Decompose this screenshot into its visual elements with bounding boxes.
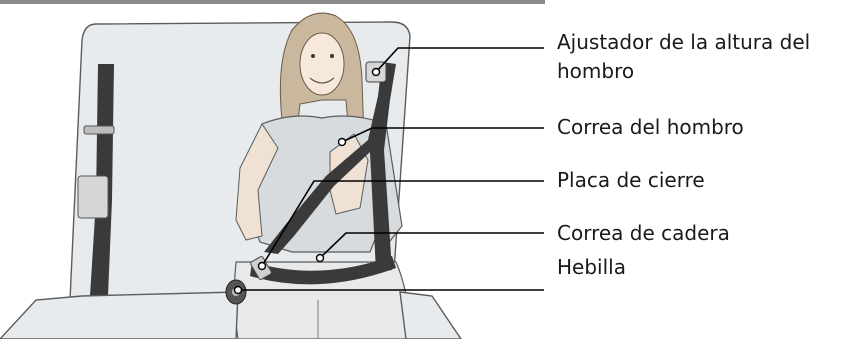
dot-shoulder-belt — [339, 139, 346, 146]
label-buckle-text: Hebilla — [557, 253, 626, 282]
label-lap-belt-text: Correa de cadera — [557, 219, 730, 248]
dot-latch-plate — [259, 263, 266, 270]
label-shoulder-belt: Correa del hombro — [557, 113, 744, 142]
label-shoulder-belt-text: Correa del hombro — [557, 113, 744, 142]
face — [300, 33, 344, 95]
seat-cushion — [0, 292, 238, 339]
dot-shoulder-adjuster — [373, 69, 380, 76]
left-belt-plate — [78, 176, 108, 218]
label-buckle: Hebilla — [557, 253, 626, 282]
label-latch-plate-text: Placa de cierre — [557, 166, 705, 195]
seat-cushion-right — [400, 292, 461, 339]
dot-lap-belt — [317, 255, 324, 262]
left-belt-clip — [84, 126, 114, 134]
left-eye — [311, 54, 315, 58]
label-shoulder-height-adjuster: Ajustador de la altura del hombro — [557, 28, 810, 86]
label-shoulder-height-adjuster-line-1: Ajustador de la altura del — [557, 28, 810, 57]
top-border — [0, 0, 545, 4]
label-lap-belt: Correa de cadera — [557, 219, 730, 248]
right-eye — [330, 54, 334, 58]
label-latch-plate: Placa de cierre — [557, 166, 705, 195]
dot-buckle — [235, 287, 242, 294]
label-shoulder-height-adjuster-line-2: hombro — [557, 57, 810, 86]
